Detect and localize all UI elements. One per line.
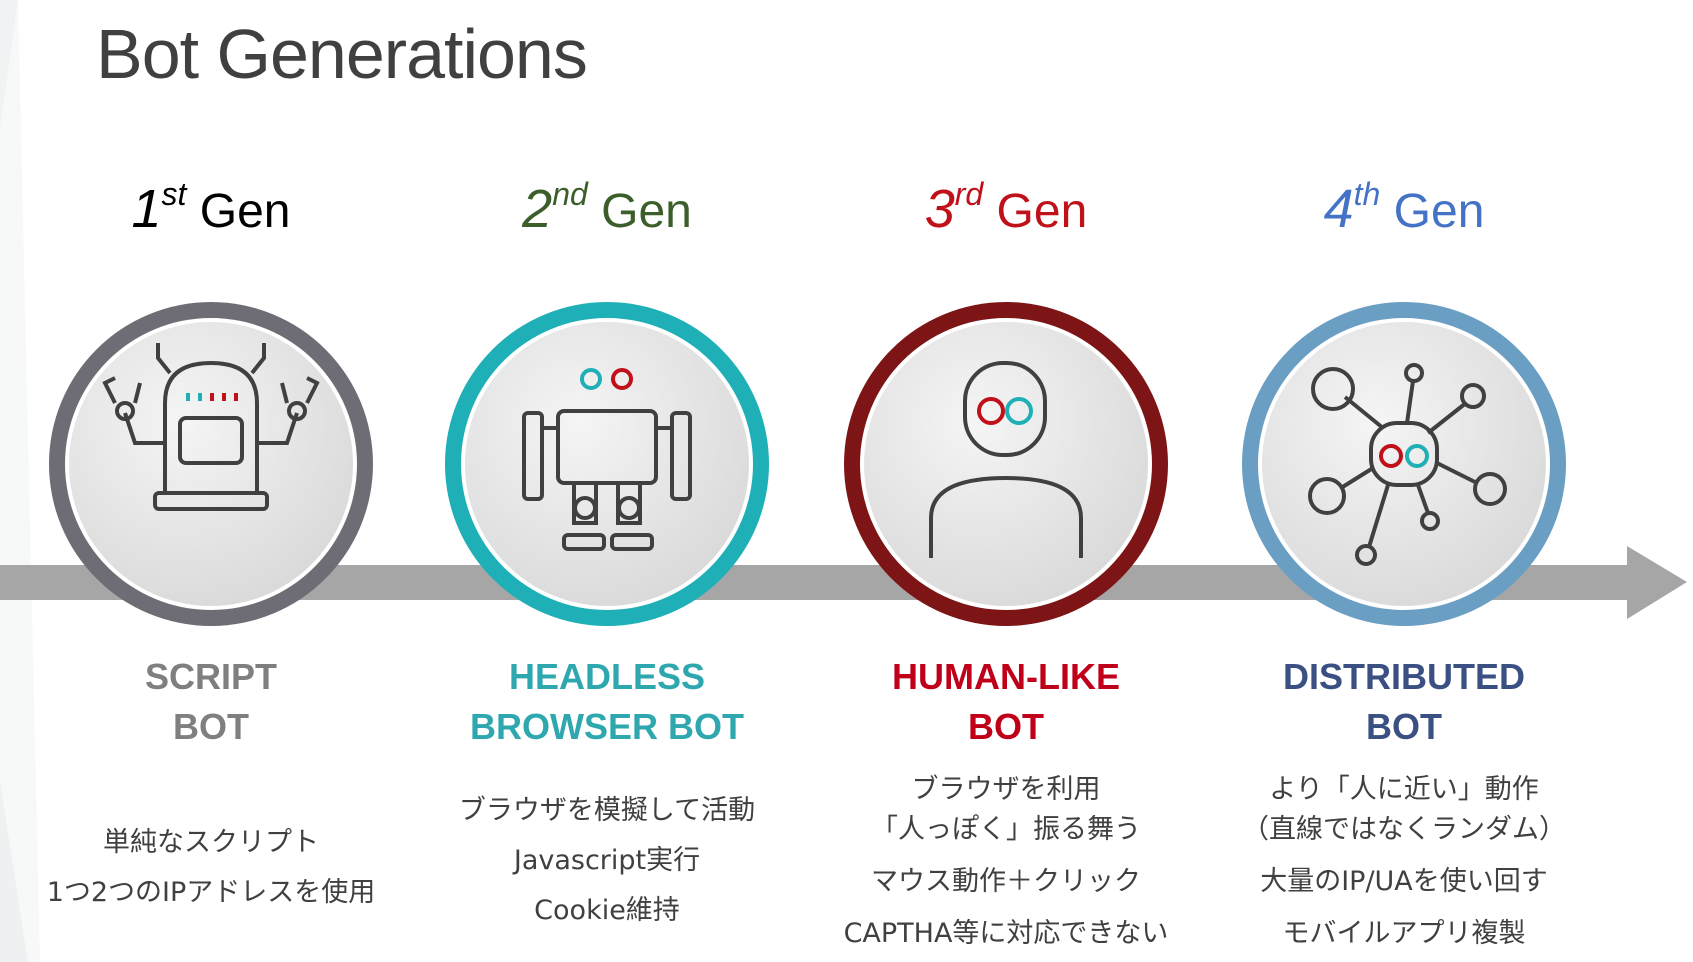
gen-heading-1: 1st Gen [131,176,291,239]
script-bot-circle [49,302,373,626]
left-decorative-strip [0,0,40,962]
headless-bot-circle [445,302,769,626]
page-title: Bot Generations [96,15,588,93]
description-4: より「人に近い」動作（直線ではなくランダム） 大量のIP/UAを使い回すモバイル… [1242,774,1566,949]
network-node-icon [1308,363,1507,566]
human-figure-icon [929,361,1083,558]
human-like-bot-circle [844,302,1168,626]
gen-heading-2: 2nd Gen [522,176,692,239]
gen-heading-3: 3rd Gen [924,176,1088,239]
humanoid-robot-icon [522,409,692,551]
distributed-bot-circle [1242,302,1566,626]
gen-heading-4: 4th Gen [1323,176,1485,239]
script-robot-icon [102,343,320,511]
